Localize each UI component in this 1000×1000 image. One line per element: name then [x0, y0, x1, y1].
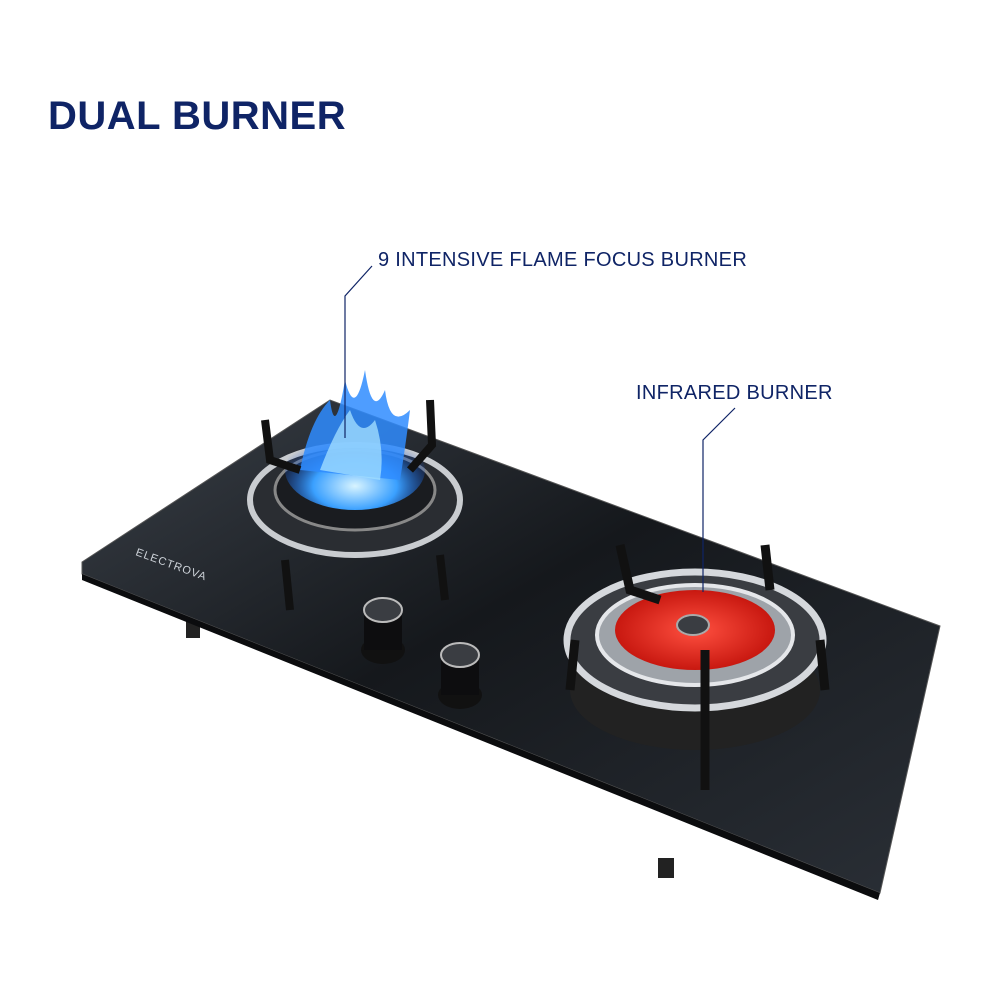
infrared-burner	[563, 544, 830, 790]
flame-burner-leader-line	[344, 265, 373, 438]
flame-burner-callout: 9 INTENSIVE FLAME FOCUS BURNER	[378, 249, 748, 271]
infrared-burner-callout: INFRARED BURNER	[636, 382, 833, 404]
control-knob[interactable]	[438, 642, 482, 709]
control-knob[interactable]	[361, 597, 405, 664]
page-title: DUAL BURNER	[48, 94, 347, 138]
foot	[658, 858, 674, 878]
flame-burner	[247, 370, 463, 611]
infrared-burner-leader-line	[702, 407, 736, 592]
